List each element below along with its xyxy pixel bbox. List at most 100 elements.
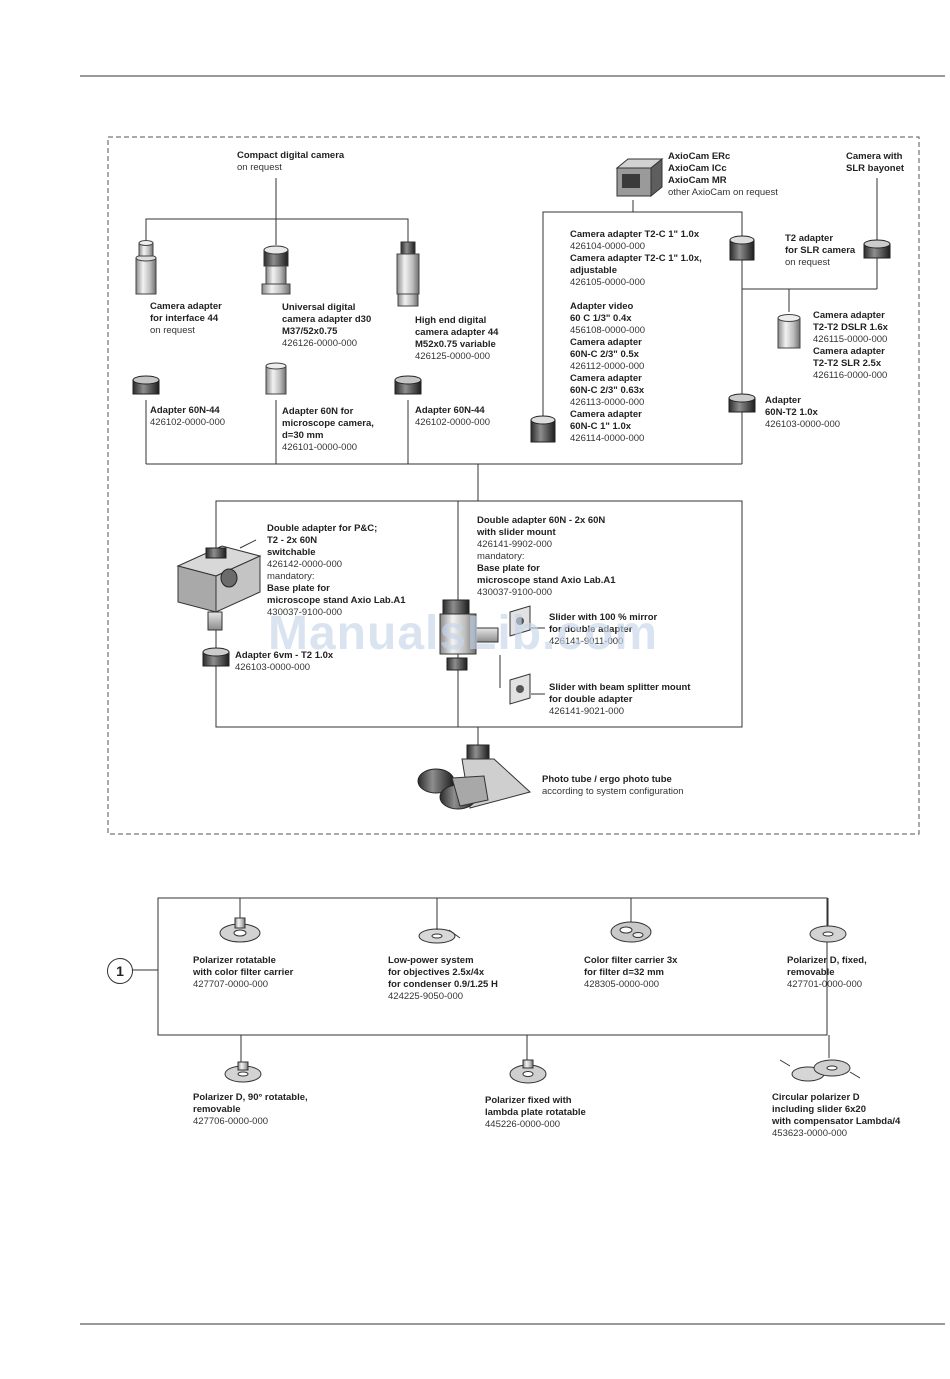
label-line: 60N-C 2/3" 0.63x bbox=[570, 385, 645, 396]
label-title-line: for condenser 0.9/1.25 H bbox=[388, 979, 498, 990]
photo-tube-icon bbox=[417, 744, 532, 810]
label-line: adjustable bbox=[570, 265, 617, 276]
label-note-line: 427707-0000-000 bbox=[193, 979, 269, 990]
label-title-line: M37/52x0.75 bbox=[282, 326, 338, 337]
label-title-line: Compact digital camera bbox=[237, 150, 345, 161]
label-line: with slider mount bbox=[477, 527, 556, 538]
label-note-line: 426141-9021-000 bbox=[549, 706, 625, 717]
circular-polarizer-icon bbox=[779, 1059, 861, 1082]
label-line: Camera adapter bbox=[813, 310, 885, 321]
slr-bayonet-ring-icon bbox=[863, 239, 891, 259]
label-title-line: SLR bayonet bbox=[846, 163, 905, 174]
adapter-6vm-t2-icon bbox=[202, 647, 230, 667]
label-note-line: 426102-0000-000 bbox=[150, 417, 226, 428]
label-line: Base plate for bbox=[477, 563, 540, 574]
label-line: 426141-9902-000 bbox=[477, 539, 553, 550]
label-title-line: Circular polarizer D bbox=[772, 1092, 860, 1103]
label-title-line: Polarizer D, fixed, bbox=[787, 955, 867, 966]
label-title-line: Color filter carrier 3x bbox=[584, 955, 678, 966]
label-line: Adapter video bbox=[570, 301, 634, 312]
double-adapter-pc-icon bbox=[176, 539, 262, 631]
label-line: Camera adapter bbox=[570, 337, 642, 348]
label-note-line: 426125-0000-000 bbox=[415, 351, 491, 362]
label-title-line: Universal digital bbox=[282, 302, 356, 313]
label-title-line: removable bbox=[193, 1104, 241, 1115]
label-title-line: AxioCam MR bbox=[668, 175, 727, 186]
universal-digital-adapter-icon bbox=[261, 245, 291, 295]
label-title-line: lambda plate rotatable bbox=[485, 1107, 586, 1118]
label-line: microscope stand Axio Lab.A1 bbox=[477, 575, 616, 586]
label-title-line: camera adapter 44 bbox=[415, 327, 499, 338]
polarizer-lambda-icon bbox=[509, 1059, 547, 1084]
label-title-line: T2 adapter bbox=[785, 233, 834, 244]
label-line: 456108-0000-000 bbox=[570, 325, 646, 336]
label-line: Camera adapter T2-C 1" 1.0x bbox=[570, 229, 700, 240]
label-title-line: Slider with 100 % mirror bbox=[549, 612, 658, 623]
label-line: Camera adapter bbox=[813, 346, 885, 357]
watermark-text: ManualsLib.com bbox=[268, 607, 659, 660]
label-line: 426114-0000-000 bbox=[570, 433, 645, 444]
label-note-line: 426126-0000-000 bbox=[282, 338, 358, 349]
label-title-line: Polarizer D, 90° rotatable, bbox=[193, 1092, 308, 1103]
label-line: Camera adapter T2-C 1" 1.0x, bbox=[570, 253, 702, 264]
high-end-adapter-icon bbox=[396, 241, 420, 307]
label-title-line: d=30 mm bbox=[282, 430, 324, 441]
label-title-line: for SLR camera bbox=[785, 245, 856, 256]
label-title-line: camera adapter d30 bbox=[282, 314, 372, 325]
adapter-60n-t2-icon bbox=[728, 393, 756, 413]
adapter-60n-44-right-icon bbox=[394, 375, 422, 395]
label-line: 430037-9100-000 bbox=[267, 607, 343, 618]
label-note-line: on request bbox=[237, 162, 282, 173]
label-note-line: 424225-9050-000 bbox=[388, 991, 464, 1002]
label-note-line: other AxioCam on request bbox=[668, 187, 778, 198]
label-title-line: Camera adapter bbox=[150, 301, 222, 312]
label-title-line: for double adapter bbox=[549, 624, 633, 635]
label-line: Camera adapter bbox=[570, 373, 642, 384]
accessory-tree-lines bbox=[131, 897, 830, 1062]
camera-system-boundary bbox=[107, 136, 920, 835]
label-title-line: AxioCam ERc bbox=[668, 151, 731, 162]
label-note-line: 445226-0000-000 bbox=[485, 1119, 561, 1130]
label-title-line: Adapter 60N-44 bbox=[415, 405, 485, 416]
axiocam-camera-icon bbox=[615, 157, 664, 198]
label-title-line: for interface 44 bbox=[150, 313, 219, 324]
adapter-60n-micro-icon bbox=[265, 362, 287, 395]
label-line: Base plate for bbox=[267, 583, 330, 594]
label-note-line: 427706-0000-000 bbox=[193, 1116, 269, 1127]
label-line: mandatory: bbox=[267, 571, 315, 582]
label-line: Double adapter 60N - 2x 60N bbox=[477, 515, 606, 526]
label-line: 426112-0000-000 bbox=[570, 361, 645, 372]
label-line: T2-T2 DSLR 1.6x bbox=[813, 322, 888, 333]
polarizer-d-90-icon bbox=[224, 1061, 262, 1083]
label-line: 426142-0000-000 bbox=[267, 559, 343, 570]
label-title-line: Adapter 60N for bbox=[282, 406, 354, 417]
label-title-line: for objectives 2.5x/4x bbox=[388, 967, 485, 978]
label-title-line: Camera with bbox=[846, 151, 903, 162]
label-line: T2-T2 SLR 2.5x bbox=[813, 358, 882, 369]
polarizer-rotatable-icon bbox=[219, 898, 261, 943]
label-title-line: Adapter 60N-44 bbox=[150, 405, 220, 416]
label-line: Double adapter for P&C; bbox=[267, 523, 378, 534]
camera-adapter-t2c-icon bbox=[530, 415, 556, 443]
label-note-line: 427701-0000-000 bbox=[787, 979, 863, 990]
label-title-line: Low-power system bbox=[388, 955, 474, 966]
label-line: 426113-0000-000 bbox=[570, 397, 645, 408]
